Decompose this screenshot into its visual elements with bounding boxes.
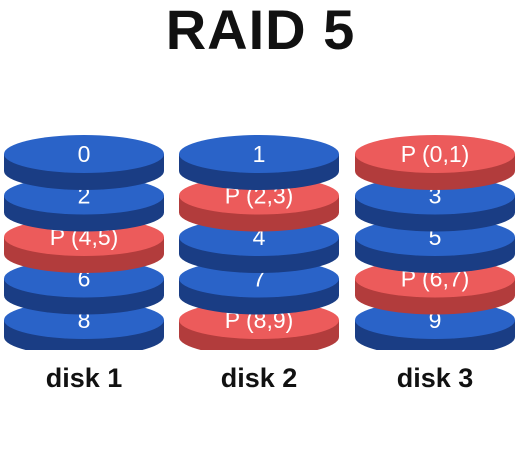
disk-3-label: disk 3 <box>396 363 474 393</box>
disk-2-label: disk 2 <box>220 363 298 393</box>
page-title: RAID 5 <box>165 0 356 61</box>
disk-3-block-0-parity: P (0,1) <box>355 135 515 190</box>
disk-1-label: disk 1 <box>45 363 123 393</box>
disk-1-block-0-data: 0 <box>4 135 164 190</box>
disk-3-stack: 9P (6,7)53P (0,1) <box>355 135 515 350</box>
block-label: P (0,1) <box>401 141 470 167</box>
disk-1-stack: 86P (4,5)20 <box>4 135 164 350</box>
block-label: 1 <box>253 141 266 167</box>
block-label: 0 <box>78 141 91 167</box>
disk-2-stack: P (8,9)74P (2,3)1 <box>179 135 339 350</box>
disk-2-block-0-data: 1 <box>179 135 339 190</box>
